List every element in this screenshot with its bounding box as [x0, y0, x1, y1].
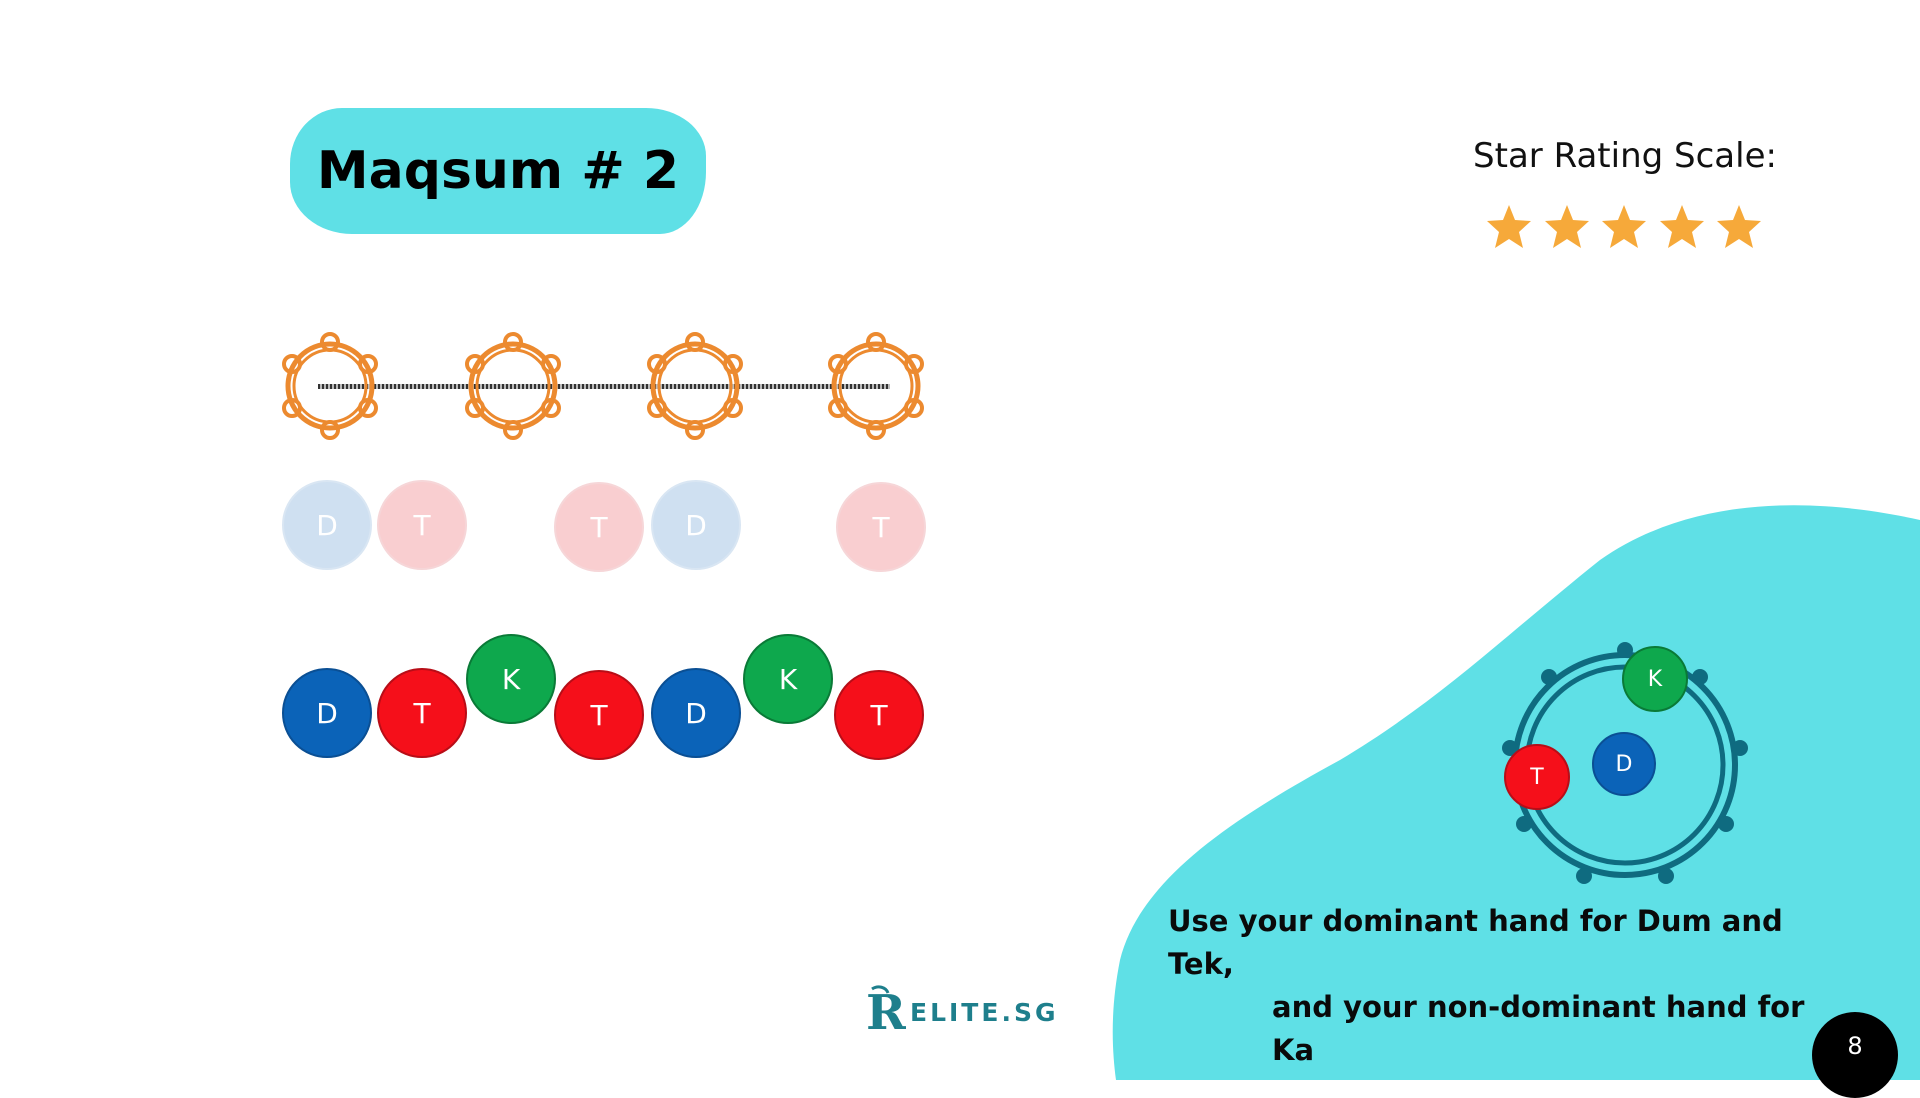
note-tek: T	[554, 670, 644, 760]
logo-icon: R	[866, 985, 906, 1041]
tambourine-icon	[647, 332, 743, 440]
star-rating	[1484, 202, 1764, 258]
instruction-line-1: Use your dominant hand for Dum and Tek,	[1168, 904, 1783, 981]
star-icon	[1717, 205, 1761, 248]
drum-note-ka: K	[1622, 646, 1688, 712]
star-icon	[1544, 205, 1589, 248]
beat-line	[318, 384, 890, 389]
faint-note-tek: T	[554, 482, 644, 572]
star-rating-label: Star Rating Scale:	[1473, 136, 1777, 176]
note-tek: T	[834, 670, 924, 760]
instruction-text: Use your dominant hand for Dum and Tek, …	[1130, 900, 1830, 1072]
tambourine-icon	[465, 332, 561, 440]
note-dum: D	[282, 668, 372, 758]
logo-initial: R	[866, 985, 906, 1041]
faint-note-dum: D	[282, 480, 372, 570]
page-number: 8	[1847, 1032, 1863, 1060]
tambourine-icon	[828, 332, 924, 440]
slide-title: Maqsum # 2	[316, 141, 680, 201]
tambourine-icon	[282, 332, 378, 440]
note-tek: T	[377, 668, 467, 758]
star-icon	[1602, 205, 1646, 248]
faint-note-tek: T	[836, 482, 926, 572]
drum-note-dum: D	[1592, 732, 1656, 796]
page-number-badge: 8	[1812, 1012, 1898, 1098]
logo-text: ELITE.SG	[910, 997, 1059, 1027]
note-ka: K	[743, 634, 833, 724]
title-pill: Maqsum # 2	[290, 108, 706, 234]
star-icon	[1659, 205, 1704, 248]
faint-note-dum: D	[651, 480, 741, 570]
instruction-line-2: and your non-dominant hand for Ka	[1272, 990, 1805, 1067]
drum-note-tek: T	[1504, 744, 1570, 810]
star-icon	[1487, 205, 1531, 248]
logo: R ELITE.SG	[864, 982, 1058, 1042]
note-ka: K	[466, 634, 556, 724]
note-dum: D	[651, 668, 741, 758]
faint-note-tek: T	[377, 480, 467, 570]
